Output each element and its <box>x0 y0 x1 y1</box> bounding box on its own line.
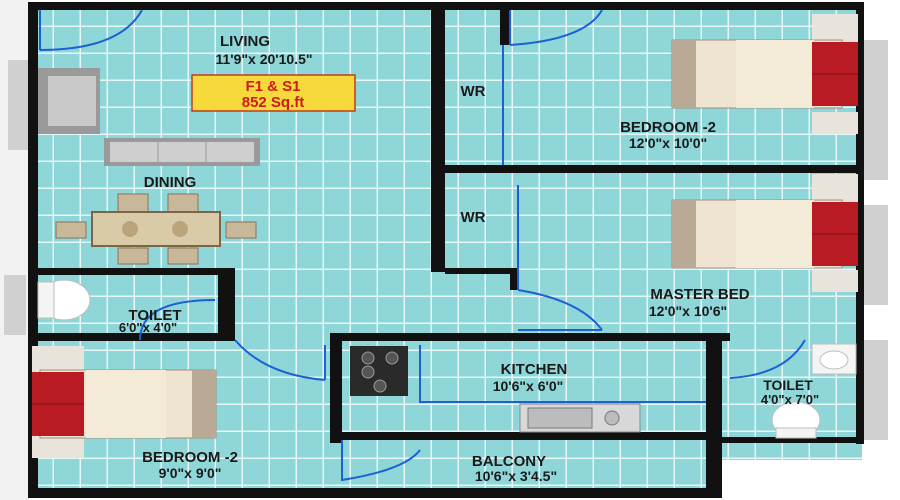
wall-right <box>856 2 864 444</box>
wall-toilet-left-top <box>30 268 235 275</box>
badge-line1: F1 & S1 <box>245 78 300 95</box>
wall-kitchen-left <box>330 333 342 443</box>
kitchen-sink <box>519 403 641 433</box>
wc-right <box>771 401 821 439</box>
wall-kitchen-top <box>330 333 730 341</box>
wc-left <box>37 279 91 321</box>
door-toilet-left <box>139 299 216 341</box>
toilet-left-size: 6'0"x 4'0" <box>119 320 177 335</box>
door-swings <box>39 9 806 482</box>
bedroom2-top-size: 12'0"x 10'0" <box>629 135 707 151</box>
door-toilet-right <box>729 339 806 379</box>
toilet-right-size: 4'0"x 7'0" <box>761 392 819 407</box>
wash-basin-right <box>811 343 857 375</box>
bedroom2-bottom-label: BEDROOM -2 <box>142 449 238 466</box>
door-master <box>517 289 603 331</box>
wall-left <box>28 2 38 498</box>
kitchen-size: 10'6"x 6'0" <box>493 378 564 394</box>
wall-bedroom-divider <box>445 165 858 173</box>
wall-living-right <box>431 10 445 272</box>
bedroom2-top-label: BEDROOM -2 <box>620 119 716 136</box>
master-bed-label: MASTER BED <box>650 286 749 303</box>
door-bedroom-bottom <box>234 339 326 381</box>
badge-line2: 852 Sq.ft <box>242 94 305 111</box>
kitchen-hob <box>350 346 408 396</box>
door-balcony <box>341 440 421 482</box>
bed-master <box>671 174 858 292</box>
wardrobe-label-2: WR <box>461 209 486 226</box>
master-bed-size: 12'0"x 10'6" <box>649 303 727 319</box>
kitchen-counter-line <box>419 345 706 403</box>
area-badge: F1 & S1 852 Sq.ft <box>191 74 356 112</box>
living-label: LIVING <box>220 33 270 50</box>
toilet-left-label: TOILET <box>128 307 181 324</box>
wardrobe-label-1: WR <box>461 83 486 100</box>
dining-table <box>55 193 257 265</box>
living-size: 11'9"x 20'10.5" <box>215 51 312 67</box>
balcony-size: 10'6"x 3'4.5" <box>475 468 557 484</box>
bed-bedroom2-bottom <box>32 346 217 458</box>
dining-label: DINING <box>144 174 197 191</box>
bed-bedroom2-top <box>671 14 858 134</box>
sofa <box>104 138 260 166</box>
wall-balcony-top <box>338 432 718 440</box>
kitchen-label: KITCHEN <box>501 361 568 378</box>
wall-bottom <box>28 488 722 498</box>
wall-top <box>28 2 862 10</box>
toilet-right-label: TOILET <box>763 377 813 393</box>
door-bedroom-top <box>509 9 603 46</box>
walls <box>28 2 864 498</box>
sofa-chair <box>38 68 100 134</box>
bedroom2-bottom-size: 9'0"x 9'0" <box>159 465 222 481</box>
door-living <box>39 9 143 51</box>
wall-kitchen-right <box>706 333 722 498</box>
balcony-label: BALCONY <box>472 453 546 470</box>
